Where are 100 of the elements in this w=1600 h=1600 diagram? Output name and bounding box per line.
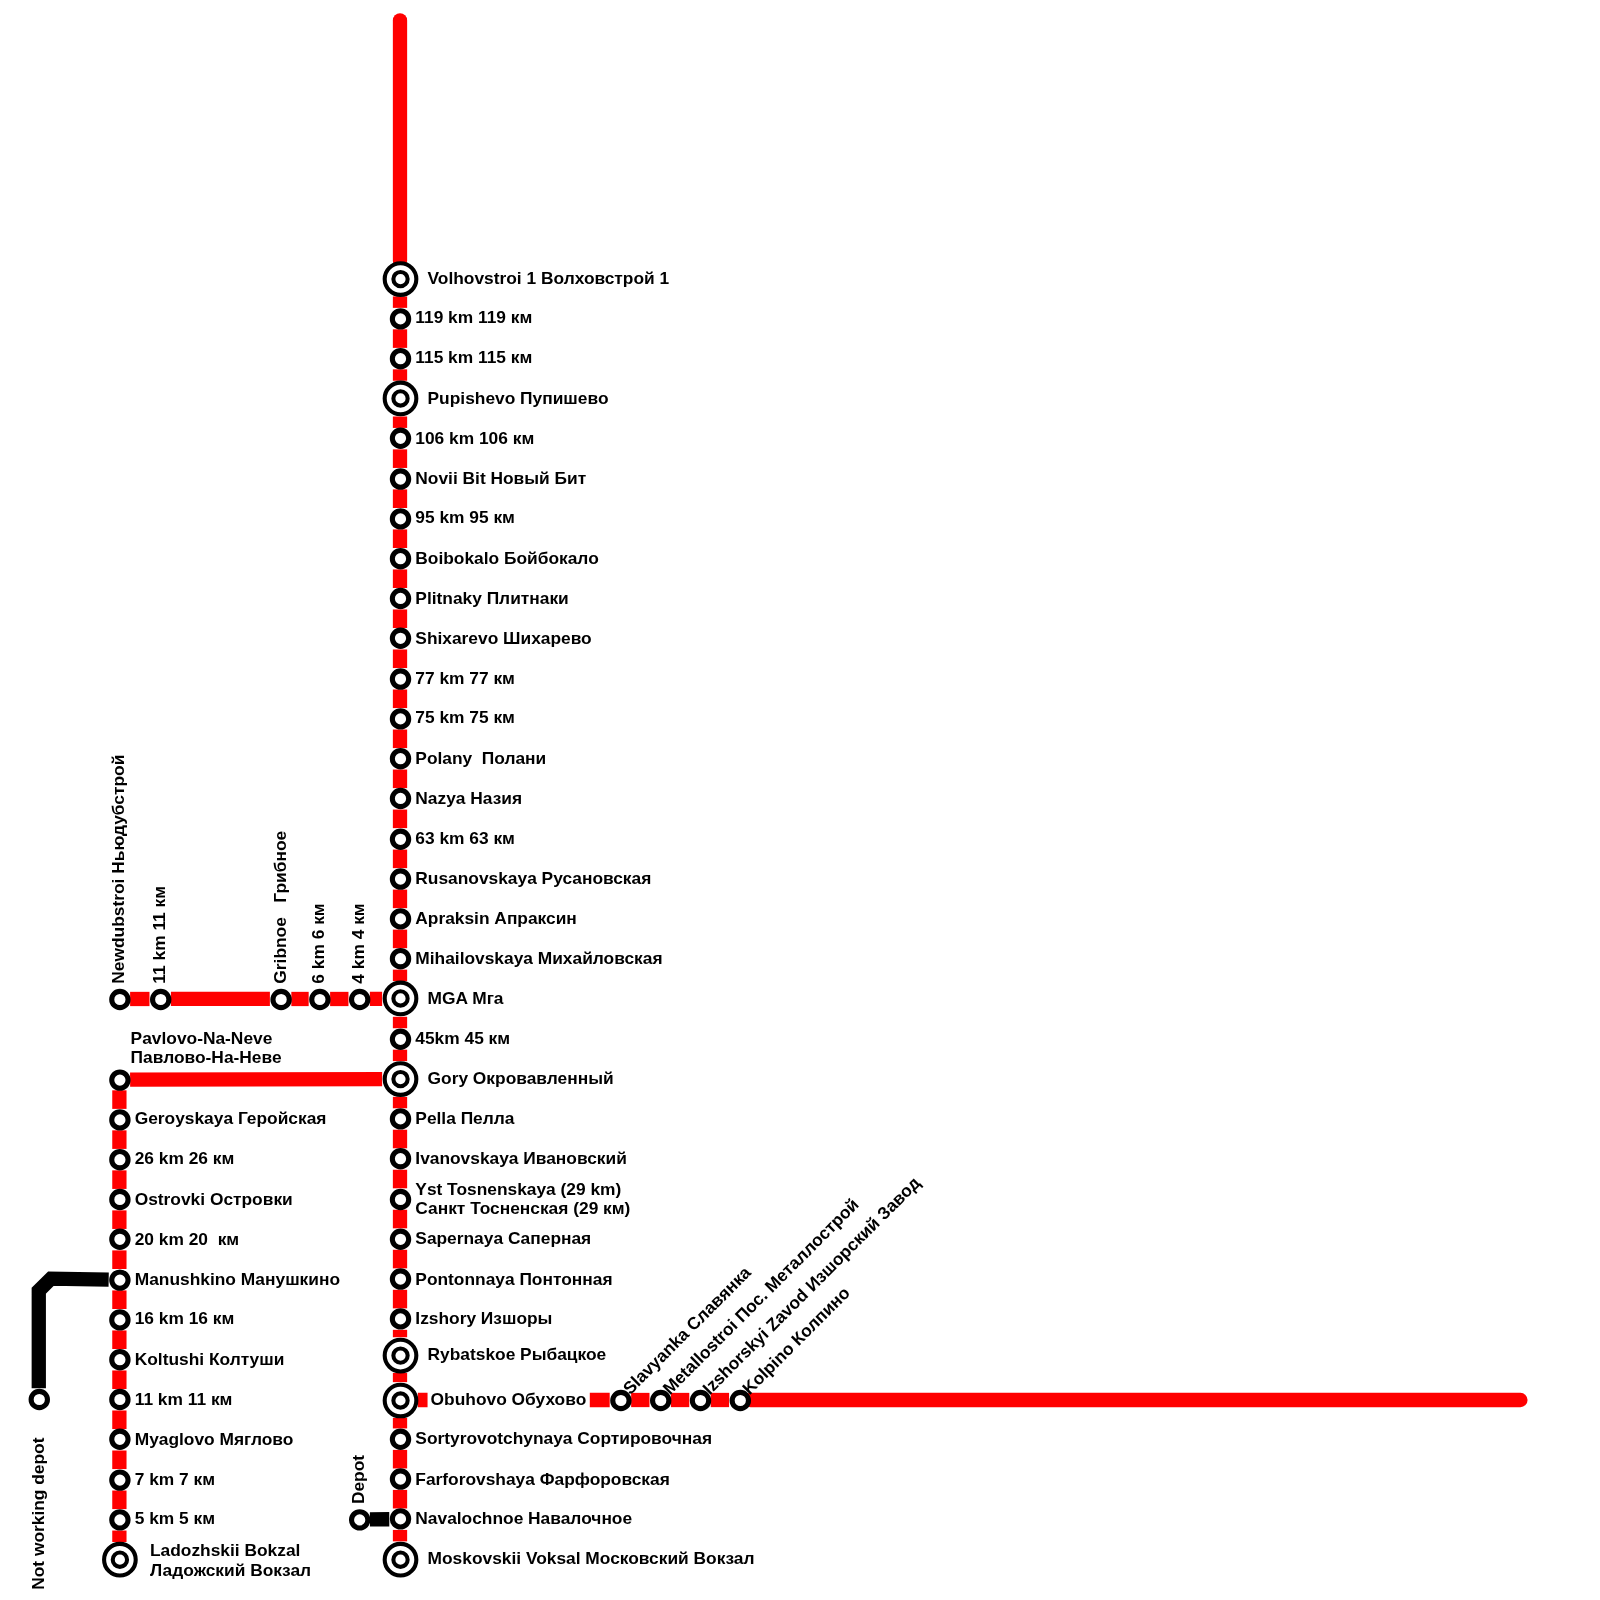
station-marker: [389, 668, 411, 690]
rail-line: [392, 889, 408, 909]
rail-line: [112, 1130, 127, 1149]
station-marker: [108, 1228, 131, 1251]
station-label: Rusanovskaya Русановская: [415, 868, 652, 890]
rail-line: [392, 1529, 408, 1542]
station-marker: [108, 1389, 131, 1411]
rail-line: [631, 1392, 650, 1408]
interchange-marker: [382, 260, 418, 297]
rail-line: [112, 1210, 127, 1229]
station-label: Depot: [349, 1454, 370, 1505]
interchange-marker: [382, 1541, 418, 1578]
interchange-marker: [101, 1541, 138, 1578]
rail-line: [31, 1271, 109, 1389]
rail-line: [392, 1049, 408, 1062]
station-marker: [348, 988, 370, 1010]
station-marker: [389, 1508, 411, 1530]
station-label: Manushkino Манушкино: [134, 1269, 341, 1290]
station-marker: [389, 1468, 411, 1490]
rail-line: [112, 1370, 127, 1390]
rail-line: [170, 991, 270, 1007]
station-marker: [308, 988, 331, 1010]
rail-line: [369, 1512, 390, 1527]
rail-line: [112, 1450, 127, 1470]
station-marker: [269, 988, 292, 1010]
rail-line: [112, 1290, 127, 1309]
station-marker: [389, 1228, 411, 1250]
rail-line: [392, 809, 408, 829]
station-label: 95 km 95 км: [415, 508, 515, 529]
rail-line: [112, 1090, 127, 1109]
rail-line: [112, 1410, 127, 1430]
station-label: 26 km 26 км: [134, 1149, 235, 1170]
station-marker: [389, 507, 411, 530]
station-label: Ivanovskaya Ивановский: [415, 1148, 627, 1170]
rail-line: [710, 1392, 730, 1408]
station-label: Gribnoe Грибное: [270, 830, 291, 984]
rail-line: [392, 529, 408, 548]
rail-line: [392, 1096, 408, 1109]
station-label: Novii Bit Новый Бит: [415, 468, 587, 489]
rail-line: [392, 1169, 408, 1189]
station-label: Not working depot: [28, 1437, 49, 1590]
rail-line: [330, 991, 349, 1007]
station-marker: [389, 347, 411, 370]
station-label: 119 km 119 км: [415, 308, 533, 329]
station-marker: [389, 588, 411, 610]
rail-line: [392, 769, 408, 789]
rail-line: [392, 1209, 408, 1229]
station-label: Ladozhskii Bokzal Ладожский Вокзал: [150, 1540, 313, 1580]
rail-line: [392, 489, 408, 508]
station-label: Nazya Назия: [415, 788, 523, 810]
rail-line: [392, 1129, 408, 1149]
station-marker: [389, 628, 411, 650]
rail-line: [392, 649, 408, 669]
station-label: Pupishevo Пупишево: [427, 388, 609, 409]
station-marker: [389, 828, 411, 850]
station-label: 11 km 11 км: [134, 1389, 233, 1410]
rail-line: [392, 1016, 408, 1029]
station-marker: [389, 548, 411, 570]
station-marker: [108, 1068, 131, 1091]
station-marker: [389, 868, 411, 890]
station-marker: [348, 1508, 370, 1531]
rail-line: [392, 929, 408, 949]
station-label: 11 km 11 км: [150, 885, 171, 984]
station-label: Moskovskii Voksal Московский Вокзал: [427, 1549, 755, 1570]
rail-line: [392, 1289, 408, 1309]
station-label: 20 km 20 км: [134, 1229, 240, 1250]
station-label: Gory Окровавленный: [427, 1068, 614, 1090]
rail-line: [392, 569, 408, 588]
station-marker: [389, 1308, 411, 1330]
station-label: Volhovstroi 1 Волховстрой 1: [427, 268, 670, 289]
station-label: Koltushi Колтуши: [134, 1349, 285, 1370]
station-marker: [389, 1028, 411, 1050]
station-label: Yst Tosnenskaya (29 km) Санкт Тосненская (29 км): [415, 1179, 632, 1219]
station-label: Pontonnaya Понтонная: [415, 1268, 613, 1290]
interchange-marker: [382, 1382, 418, 1418]
station-marker: [108, 1429, 131, 1451]
rail-line: [392, 329, 408, 348]
station-label: Izshory Изшоры: [415, 1308, 553, 1330]
station-marker: [28, 1388, 50, 1410]
station-label: 5 km 5 км: [134, 1509, 216, 1530]
station-label: Sapernaya Саперная: [415, 1228, 592, 1250]
rail-line: [112, 1530, 127, 1542]
station-label: MGA Мга: [427, 988, 504, 1010]
station-label: 45km 45 км: [415, 1028, 511, 1050]
station-label: Mihailovskaya Михайловская: [415, 948, 663, 970]
station-label: 77 km 77 км: [415, 668, 515, 689]
station-marker: [149, 988, 171, 1010]
station-label: Newdubstroi Ньюдубстрой: [109, 754, 130, 984]
station-label: Sortyrovotchynaya Сортировочная: [415, 1428, 713, 1450]
station-label: Pella Пелла: [415, 1108, 515, 1130]
rail-line: [392, 369, 408, 381]
station-label: 106 km 106 км: [415, 428, 535, 449]
station-label: Plitnaky Плитнаки: [415, 588, 569, 609]
rail-line: [112, 1490, 127, 1510]
rail-line: [130, 991, 150, 1007]
station-label: 6 km 6 км: [309, 903, 330, 984]
rail-line: [392, 296, 408, 308]
rail-line: [112, 1250, 127, 1269]
station-marker: [108, 1148, 131, 1171]
station-label: Shixarevo Шихарево: [415, 628, 592, 649]
